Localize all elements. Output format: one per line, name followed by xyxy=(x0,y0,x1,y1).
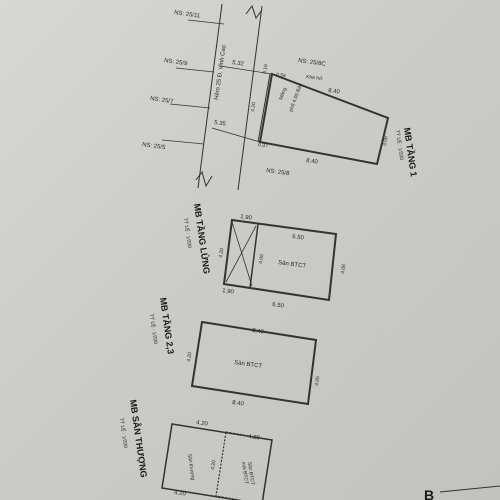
dim-6-50-bottom: 6.50 xyxy=(272,302,285,310)
wall-note-2: phố 4.05 Bản xyxy=(288,82,304,112)
plot-label-25-8: NS: 25/8 xyxy=(266,168,291,177)
plot-line-4 xyxy=(161,139,205,145)
break-mark-top xyxy=(245,4,263,20)
alley-edge-left xyxy=(197,3,223,189)
plot-line-3 xyxy=(169,103,211,109)
plot-label-25-9: NS: 25/9 xyxy=(164,58,189,67)
dim-4-06-right: 4.06 xyxy=(340,264,347,275)
floor-23-title: MB TẦNG 2,3 xyxy=(158,297,176,355)
dim-0-56: 0.56 xyxy=(276,72,287,79)
alley-edge-right xyxy=(237,5,263,191)
dim-8-40-top: 8.40 xyxy=(328,88,341,96)
floor-23-room-label: Sàn BTCT xyxy=(234,360,263,370)
plot-label-25-5: NS: 25/5 xyxy=(142,142,167,151)
dim-8-40-bottom: 8.40 xyxy=(306,158,319,166)
roof-dim-top-1: 4.20 xyxy=(196,420,209,428)
roof-terrace-label: Sân thượng xyxy=(186,453,196,480)
floor-23-scale: TỶ LỆ : 1/200 xyxy=(148,313,160,345)
mezzanine-outline xyxy=(222,218,338,302)
dim-line-top xyxy=(219,65,273,75)
plot-label-25-11: NS: 25/11 xyxy=(174,10,201,20)
dim-4-20: 4.20 xyxy=(250,102,257,113)
plot-line-1 xyxy=(187,19,225,25)
wall-note: Mảng xyxy=(278,87,288,101)
dim-4-05-23: 4.05 xyxy=(314,376,321,387)
mezzanine-scale: TỶ LỆ : 1/200 xyxy=(182,217,194,249)
floor-23-outline xyxy=(190,320,318,406)
mezzanine-room-label: Sàn BTCT xyxy=(278,260,307,270)
roof-outline xyxy=(161,423,273,500)
roof-scale: TỶ LỆ : 1/200 xyxy=(118,417,130,449)
dim-0-37: 0.37 xyxy=(258,142,269,149)
dim-line-bottom xyxy=(211,127,261,143)
roof-plan: 4.20 4.20 4.20 4.20 Sân thượng Sàn BTCT … xyxy=(118,399,273,500)
roof-dim-top-2: 4.20 xyxy=(248,434,261,442)
roof-slab-label-2: mái BTCT xyxy=(240,461,249,484)
dim-5-32: 5.32 xyxy=(232,60,245,68)
void-cross-2 xyxy=(225,225,257,283)
void-cross-1 xyxy=(231,221,253,287)
dim-6-50-top: 6.50 xyxy=(292,234,305,242)
floor-23-plan: 8.40 4.20 4.05 8.40 Sàn BTCT MB TẦNG 2,3… xyxy=(148,297,321,408)
gutter-label: Khe hở xyxy=(306,73,324,82)
floor-1-front-line xyxy=(257,73,271,143)
dim-5-35: 5.35 xyxy=(214,120,227,128)
corner-letter: B xyxy=(424,487,434,500)
dim-1-90-top: 1.90 xyxy=(240,214,253,222)
roof-dim-mid: 4.20 xyxy=(210,460,217,471)
plot-line-2 xyxy=(175,67,215,73)
roof-covered-area xyxy=(215,431,273,500)
dim-1-90-bottom: 1.90 xyxy=(222,288,235,296)
corner-line xyxy=(439,485,500,493)
floor-1-plan: NS: 25/11 NS: 25/9 NS: 25/7 NS: 25/5 NS:… xyxy=(142,3,419,191)
dim-4-06: 4.06 xyxy=(382,136,389,147)
mezzanine-inner-dim: 4.06 xyxy=(258,254,265,265)
mezzanine-title: MB TẦNG LỬNG xyxy=(192,203,213,275)
roof-title: MB SÂN THƯỢNG xyxy=(128,399,150,478)
dim-8-40-bottom-23: 8.40 xyxy=(232,400,245,408)
dim-8-40-top-23: 8.40 xyxy=(252,328,265,336)
floor-1-outline xyxy=(258,72,390,166)
floor-1-title: MB TẦNG 1 xyxy=(402,127,419,177)
roof-slab-label: Sàn BTCT xyxy=(246,461,255,485)
break-mark-bottom xyxy=(195,170,213,188)
roof-dim-bottom: 4.20 xyxy=(174,490,187,498)
dim-4-20-23: 4.20 xyxy=(186,352,193,363)
dim-4-20-left: 4.20 xyxy=(218,248,225,259)
dim-0-16: 0.16 xyxy=(262,64,269,75)
plot-label-25-8c: NS: 25/8C xyxy=(298,58,327,68)
corner-mark: B xyxy=(424,485,500,500)
mezzanine-plan: 1.90 6.50 4.20 4.06 1.90 6.50 4.06 Sàn B… xyxy=(182,203,347,310)
plot-label-25-7: NS: 25/7 xyxy=(150,96,175,105)
mezzanine-divider xyxy=(249,223,259,289)
